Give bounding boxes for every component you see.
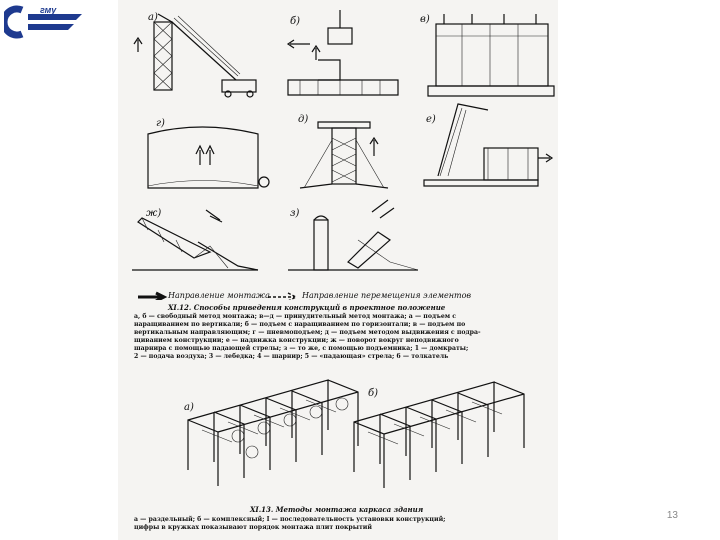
panel-label-z: з) bbox=[290, 208, 300, 219]
panel-label-zh: ж) bbox=[146, 208, 162, 219]
panel-e-drawing bbox=[423, 103, 554, 187]
figure-bottom-caption-title: XI.13. Методы монтажа каркаса здания bbox=[250, 505, 424, 514]
panel-zh-drawing bbox=[132, 209, 259, 271]
movement-direction-arrow bbox=[268, 292, 298, 300]
figure-top-caption-title: XI.12. Способы приведения конструкций в … bbox=[168, 303, 446, 312]
panel-b-drawing bbox=[286, 10, 399, 96]
figure-top-caption-line: вертикальным направляющим; г — пневмопод… bbox=[134, 329, 481, 336]
panel-d-drawing bbox=[299, 121, 389, 189]
figure-top-caption-line: наращиванием по вертикали; б — подъем с … bbox=[134, 321, 466, 328]
university-logo: гмy bbox=[4, 5, 82, 39]
figure-top-caption-line: а, б — свободный метод монтажа; в—д — пр… bbox=[134, 313, 457, 320]
legend-assembly-direction: Направление монтажа bbox=[168, 291, 270, 300]
figure-top-caption-line: 2 — подача воздуха; 3 — лебедка; 4 — шар… bbox=[134, 353, 449, 360]
figure-top-drawings bbox=[132, 10, 555, 300]
panel-label-d: д) bbox=[298, 114, 309, 125]
figure-bottom-caption-line: цифры в кружках показывают порядок монта… bbox=[134, 524, 372, 531]
figure-bottom-caption-line: а — раздельный; б — комплексный; I — пос… bbox=[134, 516, 446, 523]
legend-movement-direction: Направление перемещения элементов bbox=[302, 291, 472, 300]
panel-z-drawing bbox=[288, 199, 419, 271]
frame-a-drawing bbox=[187, 379, 359, 486]
panel-label-a: а) bbox=[148, 12, 158, 23]
panel-label-e: е) bbox=[426, 114, 436, 125]
figure-top-caption-line: шарнира с помощью падающей стрелы; з — т… bbox=[134, 345, 469, 352]
panel-label-b: б) bbox=[290, 16, 301, 27]
panel-label-v: в) bbox=[420, 14, 430, 25]
figure-bottom-drawings bbox=[187, 379, 525, 488]
panel-v-drawing bbox=[427, 14, 555, 97]
panel-g-drawing bbox=[147, 126, 270, 189]
panel-label-frame-a: а) bbox=[184, 402, 194, 413]
panel-a-drawing bbox=[133, 13, 257, 98]
panel-label-frame-b: б) bbox=[368, 388, 379, 399]
assembly-direction-arrow bbox=[138, 291, 168, 300]
figure-top-caption-line: щиванием конструкции; е — надвижка конст… bbox=[134, 337, 459, 344]
frame-b-drawing bbox=[353, 381, 525, 488]
panel-label-g: г) bbox=[156, 118, 165, 129]
page-number: 13 bbox=[666, 510, 678, 521]
svg-text:гмy: гмy bbox=[40, 5, 57, 15]
